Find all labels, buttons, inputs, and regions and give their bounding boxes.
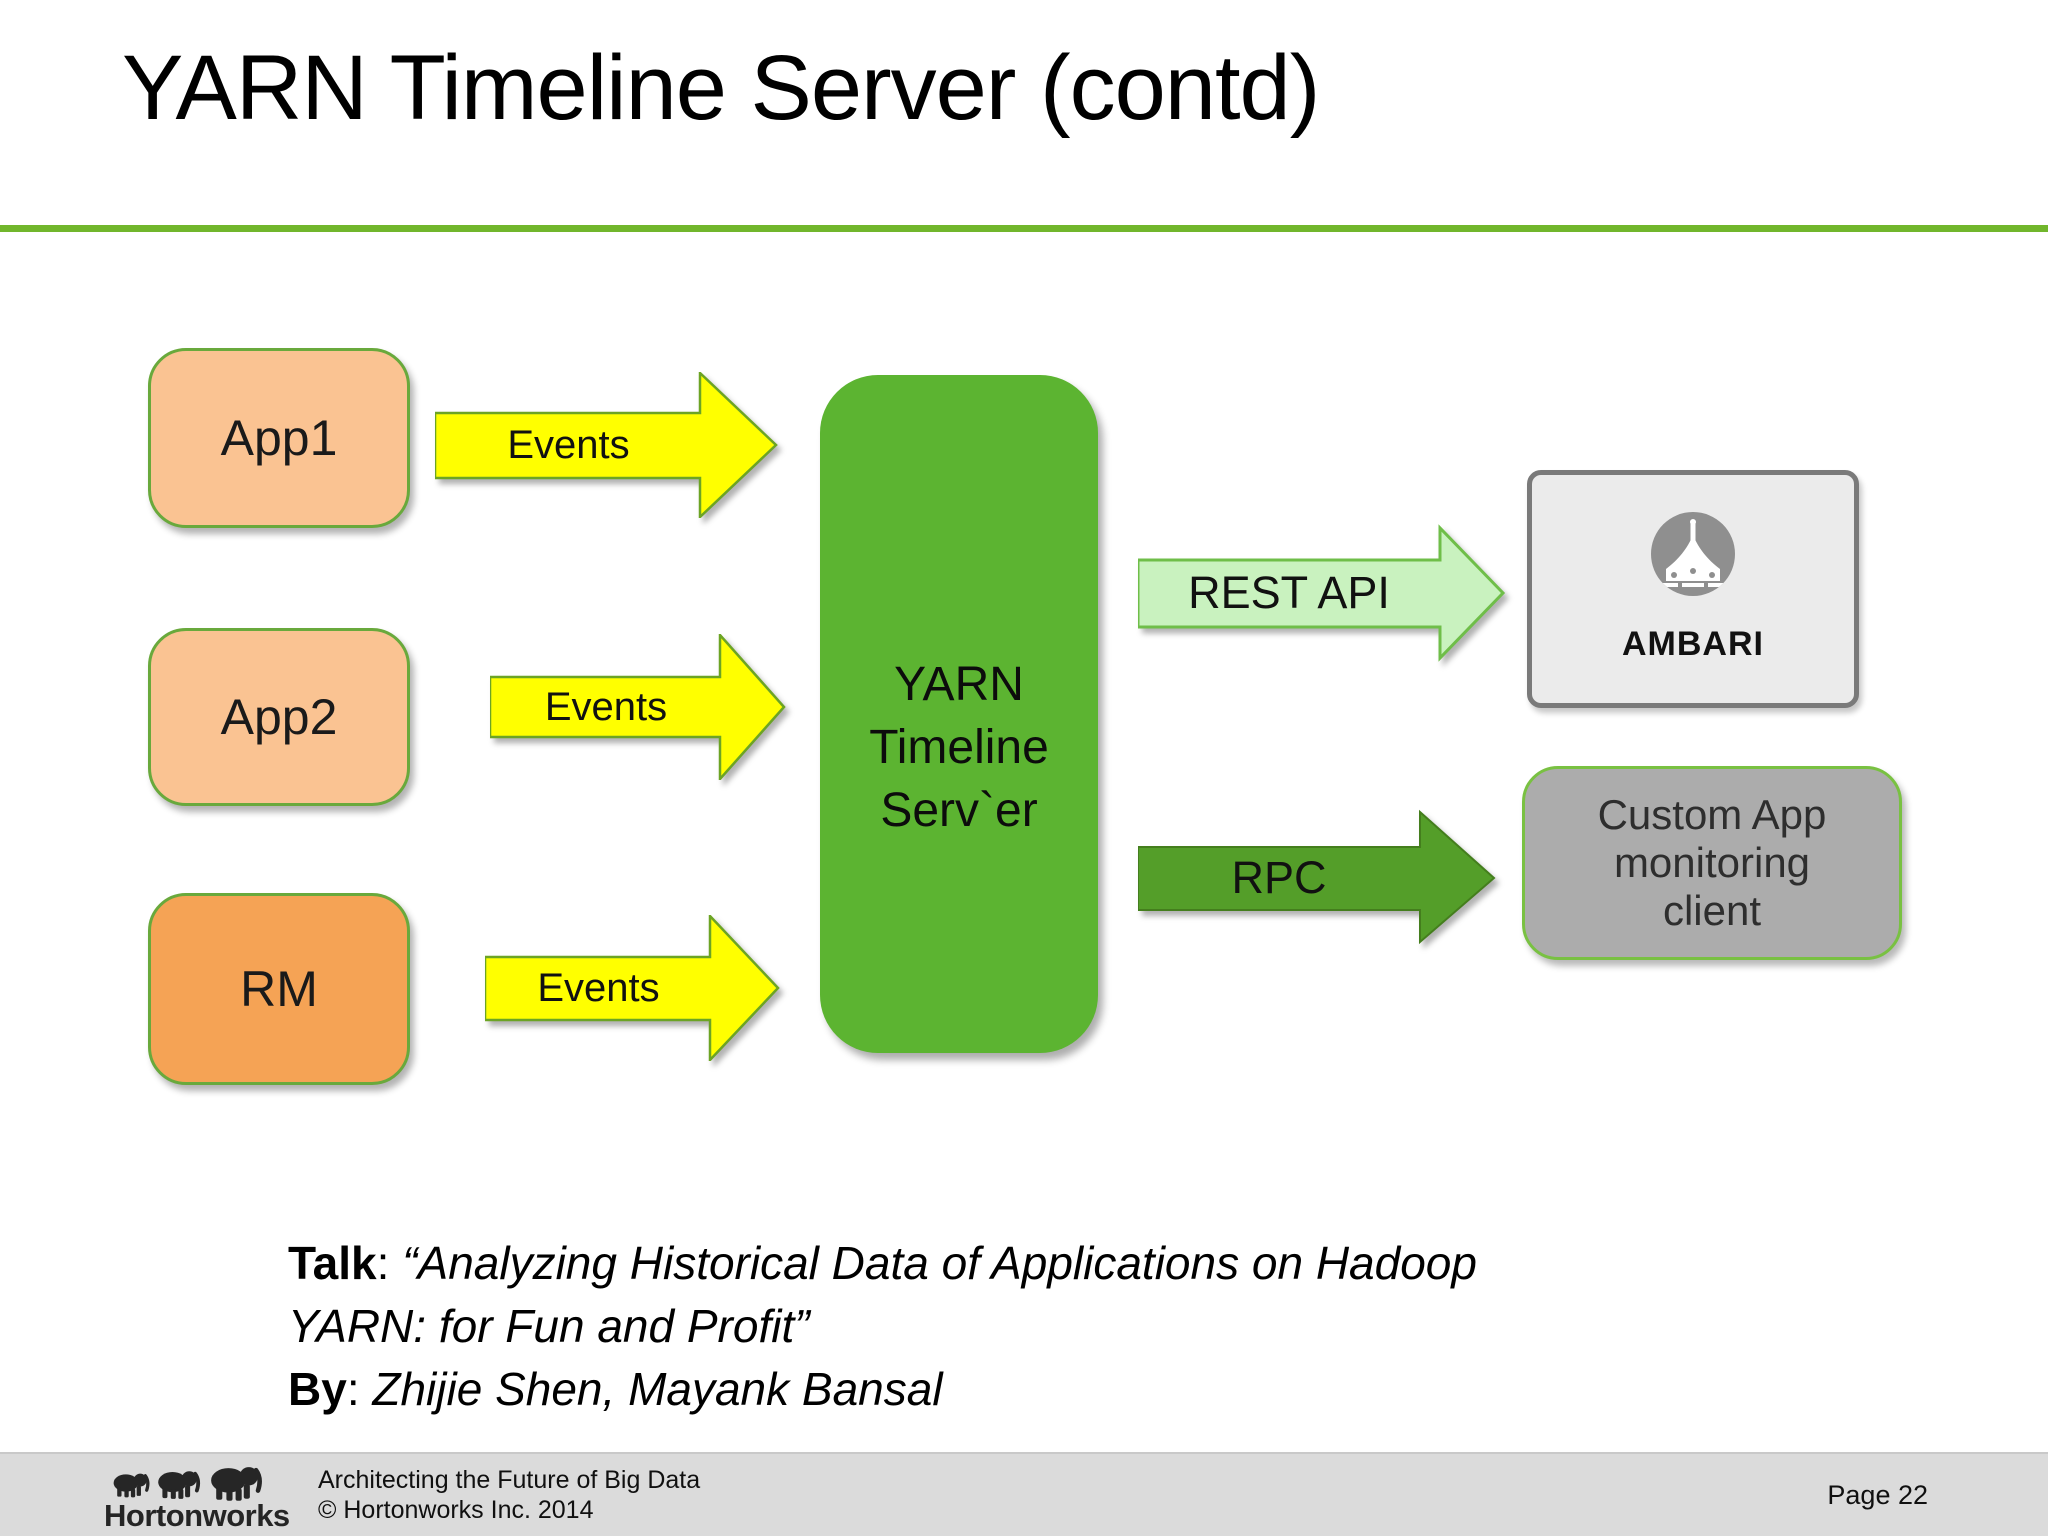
node-custom-app-monitoring-client: Custom App monitoring client bbox=[1522, 766, 1902, 960]
node-app1-label: App1 bbox=[220, 410, 338, 466]
talk-separator: : bbox=[376, 1237, 403, 1289]
page-title: YARN Timeline Server (contd) bbox=[122, 37, 1320, 139]
node-ambari: AMBARI bbox=[1527, 470, 1859, 708]
events-arrow-1-icon bbox=[435, 372, 778, 518]
events-arrow-3-icon bbox=[485, 915, 780, 1061]
rpc-arrow-label: RPC bbox=[1231, 852, 1327, 903]
node-app1: App1 bbox=[148, 348, 410, 528]
ambari-palace-icon bbox=[1651, 512, 1735, 596]
talk-line-3: By: Zhijie Shen, Mayank Bansal bbox=[288, 1358, 1477, 1421]
talk-line-2: YARN: for Fun and Profit” bbox=[288, 1295, 1477, 1358]
node-rm-label: RM bbox=[240, 961, 318, 1017]
by-separator: : bbox=[346, 1363, 373, 1415]
page-number: Page 22 bbox=[1827, 1480, 1928, 1510]
node-app2-label: App2 bbox=[220, 689, 338, 745]
server-label-line-1: YARN bbox=[894, 657, 1024, 711]
events-arrow-1-label: Events bbox=[507, 422, 630, 467]
custom-client-label-line-2: monitoring bbox=[1613, 839, 1811, 886]
server-label-line-2: Timeline bbox=[869, 720, 1049, 774]
node-yarn-timeline-server: YARN Timeline Serv`er bbox=[820, 375, 1098, 1053]
by-text: Zhijie Shen, Mayank Bansal bbox=[372, 1363, 943, 1415]
node-rm: RM bbox=[148, 893, 410, 1085]
talk-label: Talk bbox=[288, 1237, 377, 1289]
node-app2: App2 bbox=[148, 628, 410, 806]
events-arrow-2-label: Events bbox=[544, 684, 668, 729]
hortonworks-elephants-icon bbox=[113, 1467, 262, 1501]
talk-quote-line-2: YARN: for Fun and Profit” bbox=[288, 1300, 810, 1352]
events-arrow-3-label: Events bbox=[537, 965, 660, 1010]
custom-client-label-line-1: Custom App bbox=[1597, 791, 1827, 838]
ambari-label: AMBARI bbox=[1622, 625, 1764, 663]
rest-api-arrow-icon bbox=[1138, 524, 1506, 662]
hortonworks-brand: Hortonworks bbox=[104, 1498, 290, 1533]
talk-line-1: Talk: “Analyzing Historical Data of Appl… bbox=[288, 1232, 1477, 1295]
footer-bar: Hortonworks Architecting the Future of B… bbox=[0, 1452, 2048, 1536]
events-arrow-2-icon bbox=[490, 634, 786, 780]
talk-block: Talk: “Analyzing Historical Data of Appl… bbox=[288, 1232, 1477, 1421]
title-divider bbox=[0, 225, 2048, 232]
custom-client-label-line-3: client bbox=[1662, 887, 1762, 934]
by-label: By bbox=[288, 1363, 347, 1415]
server-label-line-3: Serv`er bbox=[880, 783, 1038, 837]
talk-quote-line-1: “Analyzing Historical Data of Applicatio… bbox=[402, 1237, 1477, 1289]
rpc-arrow-icon bbox=[1138, 809, 1496, 945]
rest-api-arrow-label: REST API bbox=[1188, 567, 1390, 618]
footer-tagline: Architecting the Future of Big Data bbox=[318, 1466, 701, 1494]
footer-copyright: © Hortonworks Inc. 2014 bbox=[318, 1496, 594, 1524]
